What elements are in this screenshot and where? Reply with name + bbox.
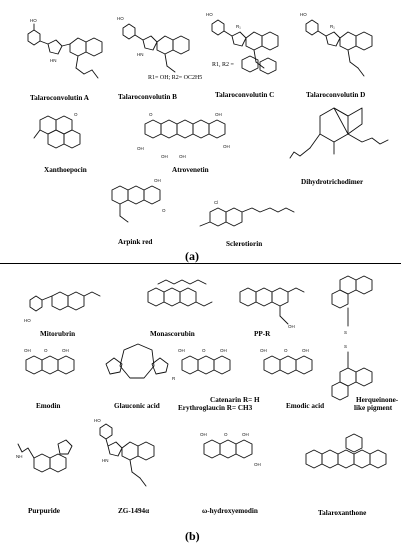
svg-text:OH: OH	[24, 348, 31, 353]
compound-label-talaroconvolutin-a: Talaroconvolutin A	[30, 94, 89, 102]
svg-text:OH: OH	[223, 144, 230, 149]
svg-text:HN: HN	[137, 52, 144, 57]
compound-label-mitorubrin: Mitorubrin	[40, 330, 76, 338]
pp-r-structure: OH	[239, 287, 305, 329]
svg-text:S: S	[344, 330, 347, 335]
compound-label-arpink-red: Arpink red	[118, 238, 153, 246]
xanthoepocin-structure: O	[33, 112, 81, 149]
svg-text:HO: HO	[94, 418, 101, 423]
svg-text:O: O	[202, 348, 206, 353]
compound-label-talaroconvolutin-c: Talaroconvolutin C	[215, 91, 275, 99]
compound-label-pp-r: PP-R	[254, 330, 271, 338]
compound-label-herqueinone: Herqueinone-	[356, 396, 399, 404]
svg-text:R₁: R₁	[236, 24, 241, 29]
compound-label-talaroconvolutin-b: Talaroconvolutin B	[118, 93, 177, 101]
compound-label-dihydrotrichodimer: Dihydrotrichodimer	[301, 178, 364, 186]
panel-divider	[0, 263, 401, 264]
compound-label-purpuride: Purpuride	[28, 507, 60, 515]
svg-text:Cl: Cl	[214, 200, 218, 205]
svg-text:NH: NH	[16, 454, 23, 459]
svg-text:OH: OH	[62, 348, 69, 353]
svg-text:O: O	[162, 208, 166, 213]
herqueinone-like-pigment-structure: SS	[331, 275, 373, 401]
arpink-red-structure: OH O	[111, 178, 166, 223]
talaroconvolutin-b-structure: HO HN	[117, 16, 190, 73]
svg-text:HO: HO	[30, 18, 37, 23]
compound-label-glauconic-acid: Glauconic acid	[114, 402, 160, 410]
compound-label-talaroconvolutin-d: Talaroconvolutin D	[306, 91, 366, 99]
dihydrotrichodimer-structure	[289, 107, 389, 159]
svg-text:OH: OH	[215, 112, 222, 117]
purpuride-structure: NH	[16, 439, 73, 473]
compound-label-xanthoepocin: Xanthoepocin	[44, 166, 87, 174]
talaroconvolutin-a-structure: HO HN	[27, 18, 103, 79]
compound-label-catenarin: Catenarin R= H	[210, 396, 260, 404]
svg-text:OH: OH	[260, 348, 267, 353]
compound-label-herqueinone-cont: like pigment	[354, 404, 393, 412]
talaroconvolutin-c-ketal	[241, 55, 277, 75]
compound-label-omega-hydroxyemodin: ω-hydroxyemodin	[202, 507, 258, 515]
mitorubrin-structure: HO	[24, 291, 101, 323]
emodic-acid-structure: OH O OH	[260, 348, 313, 375]
talaroconvolutin-d-structure: HO R₁	[300, 12, 373, 77]
svg-text:OH: OH	[288, 324, 295, 329]
panel-a-label: (a)	[185, 249, 199, 263]
sclerotiorin-structure: Cl	[199, 200, 295, 227]
svg-text:OH: OH	[161, 154, 168, 159]
compound-label-emodic-acid: Emodic acid	[286, 402, 325, 410]
talaroconvolutin-c-structure: HO R₁	[206, 12, 279, 69]
talaroxanthone-structure	[305, 433, 387, 469]
svg-text:HN: HN	[50, 58, 57, 63]
svg-text:HO: HO	[206, 12, 213, 17]
svg-text:OH: OH	[242, 432, 249, 437]
monascorubin-structure	[147, 279, 213, 307]
svg-text:HO: HO	[24, 318, 31, 323]
zg-1494a-structure: HO HN	[94, 418, 155, 487]
glauconic-acid-structure	[105, 343, 169, 379]
svg-text:O: O	[74, 112, 78, 117]
compound-label-monascorubin: Monascorubin	[150, 330, 195, 338]
svg-text:OH: OH	[200, 432, 207, 437]
svg-text:R₁: R₁	[330, 24, 335, 29]
svg-text:OH: OH	[179, 154, 186, 159]
svg-text:R: R	[172, 376, 176, 381]
svg-text:OH: OH	[220, 348, 227, 353]
svg-text:OH: OH	[178, 348, 185, 353]
svg-text:HO: HO	[117, 16, 124, 21]
compound-label-sclerotiorin: Sclerotiorin	[226, 240, 263, 248]
svg-text:O: O	[284, 348, 288, 353]
compound-label-talaroxanthone: Talaroxanthone	[318, 509, 367, 517]
svg-text:O: O	[224, 432, 228, 437]
atrovenetin-structure: O OH OH OH OH OH	[137, 112, 230, 159]
svg-text:HO: HO	[300, 12, 307, 17]
compound-label-atrovenetin: Atrovenetin	[172, 166, 209, 174]
svg-text:OH: OH	[154, 178, 161, 183]
svg-text:OH: OH	[254, 462, 261, 467]
compound-label-emodin: Emodin	[36, 402, 61, 410]
catenarin-erythroglaucin-structure: OH O OH R	[172, 348, 231, 381]
svg-text:O: O	[44, 348, 48, 353]
panel-b-label: (b)	[185, 529, 200, 543]
compound-label-erythroglaucin: Erythroglaucin R= CH3	[178, 404, 253, 412]
svg-text:S: S	[344, 344, 347, 349]
svg-text:HN: HN	[102, 458, 109, 463]
emodin-structure: OH O OH	[24, 348, 75, 375]
talaroconvolutin-b-substituents: R1= OH; R2= OC2H5	[148, 75, 203, 81]
omega-hydroxyemodin-structure: OH O OH OH	[200, 432, 261, 467]
compound-label-zg-1494a: ZG-1494α	[118, 507, 150, 515]
svg-text:O: O	[149, 112, 153, 117]
svg-text:OH: OH	[302, 348, 309, 353]
talaroconvolutin-c-substituents: R1, R2 =	[212, 62, 234, 68]
svg-text:OH: OH	[137, 146, 144, 151]
